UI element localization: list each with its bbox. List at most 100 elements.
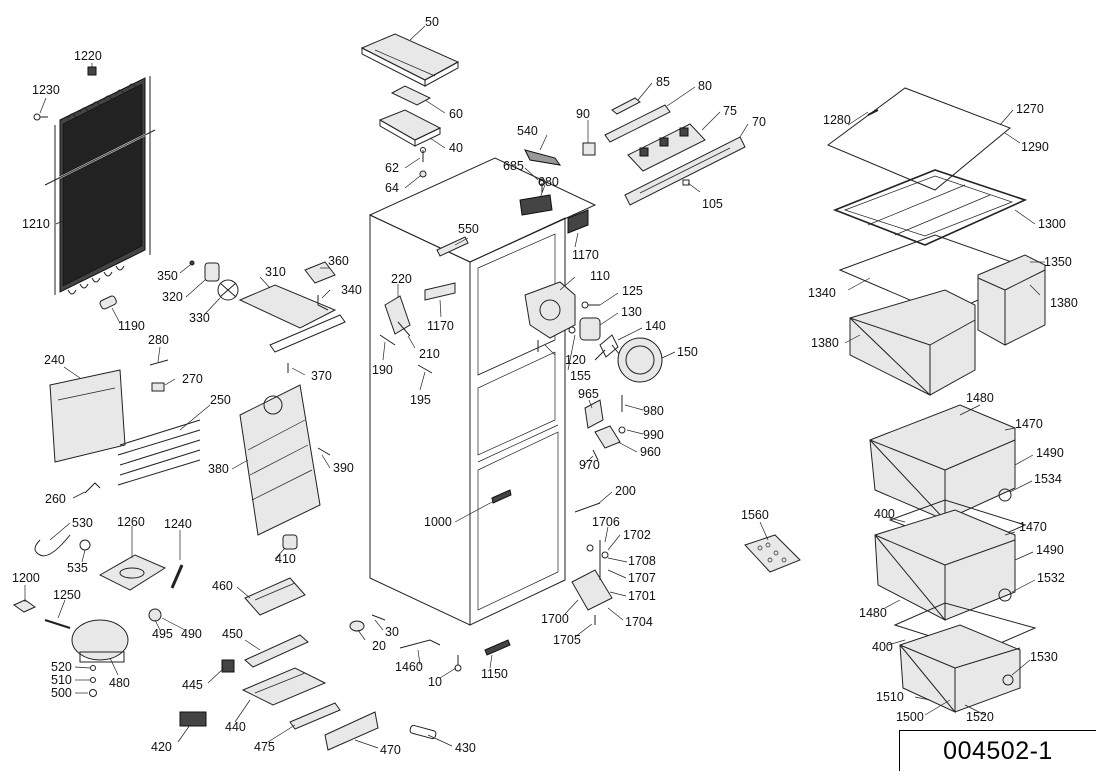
part-label: 480 [109,676,130,690]
part-label: 420 [151,740,172,754]
motor-420 [179,711,207,727]
rod-200 [574,502,601,513]
part-105 [682,179,690,186]
part-label: 1500 [896,710,924,724]
motor-130 [579,317,601,341]
part-label: 120 [565,353,586,367]
part-label: 280 [148,333,169,347]
strip-1150 [484,639,511,656]
screw-62 [420,147,426,162]
top-cover-50 [360,33,460,87]
part-label: 1532 [1037,571,1065,585]
screw-120 [568,326,576,334]
part-label: 1260 [117,515,145,529]
housing-40 [378,109,442,147]
part-445 [221,659,235,673]
screw-125 [581,301,600,309]
part-label: 1707 [628,571,656,585]
part-label: 210 [419,347,440,361]
part-label: 500 [51,686,72,700]
part-label: 430 [455,741,476,755]
part-label: 1480 [859,606,887,620]
part-label: 150 [677,345,698,359]
part-label: 400 [874,507,895,521]
power-cord-530 [34,534,71,557]
part-label: 410 [275,552,296,566]
handle-550 [436,236,469,257]
part-label: 980 [643,404,664,418]
part-label: 460 [212,579,233,593]
part-label: 1270 [1016,102,1044,116]
part-label: 1170 [427,319,454,333]
part-label: 510 [51,673,72,687]
part-label: 1705 [553,633,581,647]
fastener-510 [90,677,96,683]
part-label: 1704 [625,615,653,629]
part-label: 70 [752,115,766,129]
screw-970 [592,449,599,461]
fan-housing-110 [524,281,576,339]
clip-340 [317,295,329,311]
compressor-480 [71,619,129,663]
part-label: 240 [44,353,65,367]
part-label: 685 [503,159,524,173]
relay-495 [148,608,162,622]
part-label: 1290 [1021,140,1049,154]
tube-430 [409,724,437,740]
screw-1230 [33,113,48,121]
part-label: 62 [385,161,399,175]
washer-990 [618,426,626,434]
part-label: 1700 [541,612,569,626]
fastener-520 [90,665,96,671]
part-label: 1520 [966,710,994,724]
tube-1250 [44,619,71,629]
plate-360 [304,261,336,284]
part-label: 60 [449,107,463,121]
bottom-hinge-1700 [571,540,613,611]
screw-210 [397,321,411,337]
part-label: 1480 [966,391,994,405]
part-label: 400 [872,640,893,654]
screw-10 [454,655,462,672]
part-label: 350 [157,269,178,283]
bracket-310 [238,284,346,353]
part-label: 50 [425,15,439,29]
part-label: 85 [656,75,670,89]
pad-1200 [12,599,37,613]
spacer-1190 [99,295,117,310]
part-label: 1560 [741,508,769,522]
rod-1460 [399,639,441,649]
part-label: 64 [385,181,399,195]
part-label: 360 [328,254,349,268]
part-label: 155 [570,369,591,383]
part-270 [151,382,165,392]
part-label: 195 [410,393,431,407]
drawing-id: 004502-1 [943,736,1053,765]
part-label: 1150 [481,667,508,681]
evaporator-cover-240 [49,369,126,463]
crisper-1380-left [849,289,976,397]
part-label: 140 [645,319,666,333]
pin-30 [371,614,386,621]
pin-195 [417,364,433,374]
foot-20 [349,620,365,632]
panel-70 [624,136,746,206]
part-label: 1350 [1044,255,1072,269]
part-label: 1702 [623,528,651,542]
part-label: 260 [45,492,66,506]
sensor-260 [84,482,101,494]
part-label: 520 [51,660,72,674]
part-label: 330 [189,311,210,325]
fitting-410 [282,534,298,550]
part-label: 1706 [592,515,620,529]
part-label: 1470 [1015,417,1043,431]
glass-shelf-1270 [826,87,1011,191]
part-label: 1210 [22,217,50,231]
freezer-drawer-1480-mid [874,509,1016,622]
part-label: 1490 [1036,446,1064,460]
part-label: 1000 [424,515,452,529]
part-label: 110 [590,269,610,283]
part-label: 125 [622,284,643,298]
part-label: 200 [615,484,636,498]
part-label: 550 [458,222,479,236]
